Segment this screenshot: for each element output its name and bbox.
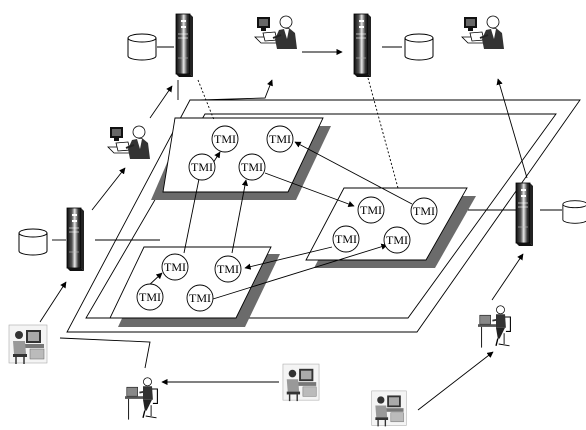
workstation-user-icon[interactable]: [108, 126, 150, 159]
desktop-user-icon[interactable]: [372, 391, 407, 426]
tmi-label: TMI: [360, 203, 382, 217]
tmi-node[interactable]: TMI: [358, 197, 384, 223]
tmi-node[interactable]: TMI: [384, 227, 410, 253]
tmi-label: TMI: [189, 291, 211, 305]
tmi-label: TMI: [269, 132, 291, 146]
tmi-node[interactable]: TMI: [187, 285, 213, 311]
tmi-node[interactable]: TMI: [137, 284, 163, 310]
seated-user-icon[interactable]: [478, 306, 510, 348]
server-icon[interactable]: [516, 183, 533, 246]
tmi-node[interactable]: TMI: [162, 254, 188, 280]
tmi-node[interactable]: TMI: [215, 256, 241, 282]
server-icon[interactable]: [176, 14, 193, 77]
tmi-label: TMI: [214, 132, 236, 146]
tmi-node[interactable]: TMI: [267, 126, 293, 152]
database-icon[interactable]: [128, 34, 156, 60]
database-icon[interactable]: [405, 34, 433, 60]
tmi-label: TMI: [241, 160, 263, 174]
tmi-node[interactable]: TMI: [189, 154, 215, 180]
tmi-node[interactable]: TMI: [239, 154, 265, 180]
server-icon[interactable]: [354, 14, 371, 77]
tmi-label: TMI: [139, 290, 161, 304]
tmi-label: TMI: [413, 204, 435, 218]
desktop-user-icon[interactable]: [9, 325, 47, 364]
workstation-user-icon[interactable]: [255, 16, 297, 49]
database-icon[interactable]: [563, 201, 586, 224]
tmi-label: TMI: [386, 233, 408, 247]
tmi-label: TMI: [335, 232, 357, 246]
tmi-label: TMI: [191, 160, 213, 174]
server-icon[interactable]: [67, 208, 84, 271]
database-icon[interactable]: [19, 229, 47, 255]
seated-user-icon[interactable]: [125, 378, 157, 420]
tmi-label: TMI: [217, 262, 239, 276]
tmi-node[interactable]: TMI: [411, 198, 437, 224]
tmi-node[interactable]: TMI: [333, 226, 359, 252]
tmi-label: TMI: [164, 260, 186, 274]
desktop-user-icon[interactable]: [283, 364, 319, 401]
workstation-user-icon[interactable]: [462, 16, 504, 49]
tmi-node[interactable]: TMI: [212, 126, 238, 152]
